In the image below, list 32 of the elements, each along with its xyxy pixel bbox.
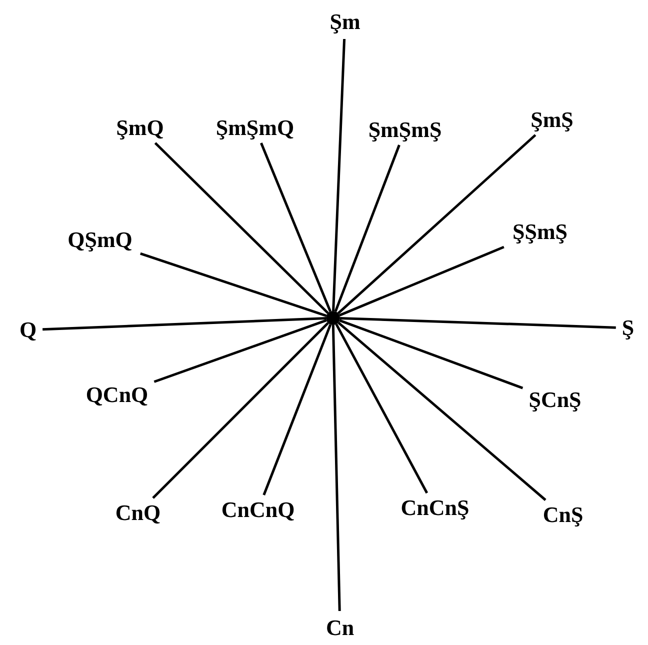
direction-label: ŞmŞ xyxy=(530,109,574,131)
direction-label: QCnQ xyxy=(86,384,148,406)
direction-label: Cn xyxy=(326,617,354,639)
direction-label: Q xyxy=(19,319,37,341)
ray-line xyxy=(262,324,332,496)
direction-label: ŞmQ xyxy=(116,117,164,139)
ray-line xyxy=(152,322,329,499)
ray-line xyxy=(338,322,546,501)
ray-line xyxy=(334,144,400,312)
ray-line xyxy=(140,252,327,317)
ray-line xyxy=(332,324,341,612)
ray-line xyxy=(42,317,326,331)
direction-label: Ş xyxy=(622,317,634,339)
ray-line xyxy=(340,316,616,329)
ray-line xyxy=(338,246,504,316)
direction-label: Şm xyxy=(330,11,360,33)
ray-line xyxy=(154,142,329,314)
ray-line xyxy=(260,142,332,312)
direction-label: ŞmŞmŞ xyxy=(368,119,442,141)
ray-line xyxy=(332,38,346,312)
direction-label: QŞmQ xyxy=(68,229,132,251)
direction-label: CnCnQ xyxy=(221,499,295,521)
ray-line xyxy=(335,324,428,494)
direction-label: CnŞ xyxy=(542,504,584,526)
ray-line xyxy=(339,319,524,390)
ray-line xyxy=(154,319,327,383)
ray-line xyxy=(337,134,536,314)
direction-label: ŞmŞmQ xyxy=(216,117,294,139)
direction-label: ŞŞmŞ xyxy=(512,221,568,243)
direction-label: CnQ xyxy=(115,502,161,524)
direction-label: CnCnŞ xyxy=(400,497,470,519)
direction-label: ŞCnŞ xyxy=(528,389,582,411)
